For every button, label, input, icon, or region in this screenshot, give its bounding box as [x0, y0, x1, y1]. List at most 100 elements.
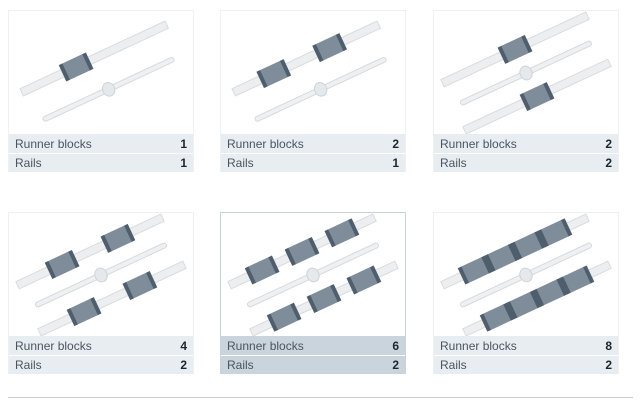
runner-block: [348, 266, 379, 293]
runner-block-seal: [44, 260, 56, 279]
linear-guide-illustration: [19, 20, 175, 122]
rails-count: 2: [180, 358, 187, 372]
runner-block-seal: [335, 33, 348, 52]
runner-block: [482, 304, 513, 331]
runner-block: [69, 298, 100, 325]
runner-block-seal: [561, 218, 573, 237]
runner-block: [314, 34, 345, 61]
runner-block: [539, 219, 570, 246]
shaft-nut: [306, 267, 320, 283]
runner-block-seal: [583, 265, 595, 284]
shaft-nut: [313, 81, 328, 97]
runner-block-seal: [559, 276, 571, 295]
shaft-nut: [101, 81, 116, 97]
runner-block: [258, 60, 289, 87]
runner-block-seal: [58, 63, 70, 82]
runner-block-seal: [521, 34, 533, 53]
runner-blocks-row: Runner blocks 4: [9, 336, 193, 355]
linear-guide-illustration: [231, 20, 387, 122]
runner-block-seal: [348, 218, 360, 237]
rails-row: Rails 2: [221, 355, 405, 374]
runner-block: [247, 257, 278, 284]
linear-guide-illustration: [440, 11, 612, 134]
runner-block: [486, 244, 517, 271]
rails-label: Rails: [15, 156, 42, 170]
rails-count: 1: [180, 156, 187, 170]
runner-block: [513, 232, 544, 259]
runner-block: [124, 272, 155, 299]
linear-guide-illustration: [15, 213, 187, 336]
runner-blocks-row: Runner blocks 2: [221, 134, 405, 153]
runner-block-seal: [266, 313, 278, 332]
runner-block-seal: [537, 229, 549, 248]
runner-block: [269, 304, 300, 331]
runner-block: [47, 251, 78, 278]
runner-block-seal: [308, 236, 320, 255]
runner-block-seal: [244, 266, 256, 285]
rails-row: Rails 2: [434, 153, 618, 172]
runner-blocks-label: Runner blocks: [15, 338, 92, 353]
runner-blocks-label: Runner blocks: [440, 136, 517, 151]
rails-count: 1: [392, 156, 399, 170]
runner-block-seal: [556, 277, 568, 296]
runner-blocks-count: 2: [605, 136, 612, 151]
runner-blocks-label: Runner blocks: [15, 136, 92, 151]
runner-blocks-label: Runner blocks: [227, 136, 304, 151]
runner-blocks-label: Runner blocks: [440, 338, 517, 353]
runner-block-seal: [484, 254, 496, 273]
runner-block-seal: [256, 70, 268, 89]
runner-block-seal: [82, 52, 94, 71]
rails-label: Rails: [440, 156, 467, 170]
runner-block-seal: [503, 302, 515, 321]
runner-block-seal: [519, 93, 531, 112]
rails-row: Rails 1: [221, 153, 405, 172]
runner-block: [561, 266, 592, 293]
runner-block-seal: [122, 282, 134, 301]
shaft-nut: [519, 65, 533, 81]
runner-blocks-count: 2: [392, 136, 399, 151]
runner-block: [460, 257, 491, 284]
rails-label: Rails: [227, 358, 254, 372]
runner-blocks-count: 4: [180, 338, 187, 353]
runner-block-seal: [506, 301, 518, 320]
runner-block-seal: [457, 266, 469, 285]
runner-blocks-label: Runner blocks: [227, 338, 304, 353]
rails-label: Rails: [15, 358, 42, 372]
runner-block-seal: [510, 241, 523, 260]
shaft-nut: [519, 267, 533, 283]
rails-count: 2: [605, 156, 612, 170]
runner-block-seal: [312, 44, 324, 63]
runner-block: [522, 83, 552, 110]
runner-blocks-row: Runner blocks 1: [9, 134, 193, 153]
runner-block-seal: [124, 223, 136, 242]
runner-block-seal: [284, 247, 296, 266]
runner-block-seal: [330, 284, 342, 303]
runner-block-seal: [90, 297, 102, 316]
rails-count: 2: [392, 358, 399, 372]
runner-block-seal: [324, 229, 336, 248]
runner-block-seal: [370, 265, 382, 284]
runner-block-seal: [100, 234, 112, 253]
runner-block-seal: [146, 271, 158, 290]
runner-block-seal: [534, 230, 546, 249]
runner-blocks-count: 1: [180, 136, 187, 151]
runner-block: [535, 279, 566, 306]
shaft-nut: [94, 267, 108, 283]
runner-block-seal: [479, 313, 491, 332]
runner-block-seal: [497, 45, 509, 64]
runner-block: [102, 225, 133, 252]
runner-block-seal: [68, 249, 80, 268]
runner-block-seal: [346, 276, 358, 295]
rails-label: Rails: [227, 156, 254, 170]
runner-block-seal: [268, 255, 280, 274]
runner-block: [309, 285, 339, 312]
runner-block-seal: [532, 288, 545, 307]
runner-block-seal: [279, 59, 292, 78]
